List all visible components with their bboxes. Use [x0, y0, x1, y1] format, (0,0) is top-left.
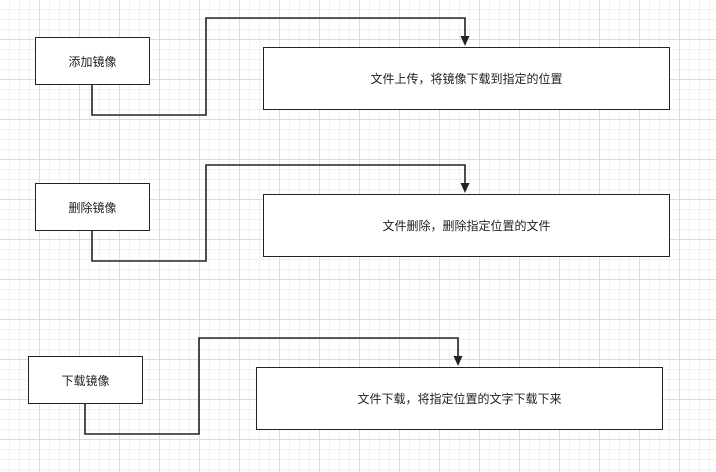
delete-image-node: 删除镜像	[35, 183, 150, 231]
add-image-description-node: 文件上传，将镜像下载到指定的位置	[263, 47, 670, 110]
download-image-node: 下载镜像	[28, 356, 143, 404]
add-image-description: 文件上传，将镜像下载到指定的位置	[370, 72, 563, 86]
add-image-node: 添加镜像	[35, 37, 150, 85]
download-image-label: 下载镜像	[61, 373, 110, 388]
download-image-description-node: 文件下载，将指定位置的文字下载下来	[256, 367, 663, 430]
delete-image-description: 文件删除，删除指定位置的文件	[382, 219, 551, 233]
add-image-label: 添加镜像	[68, 54, 117, 69]
delete-image-description-node: 文件删除，删除指定位置的文件	[263, 194, 670, 257]
download-image-description: 文件下载，将指定位置的文字下载下来	[357, 392, 562, 406]
delete-image-label: 删除镜像	[68, 200, 117, 215]
